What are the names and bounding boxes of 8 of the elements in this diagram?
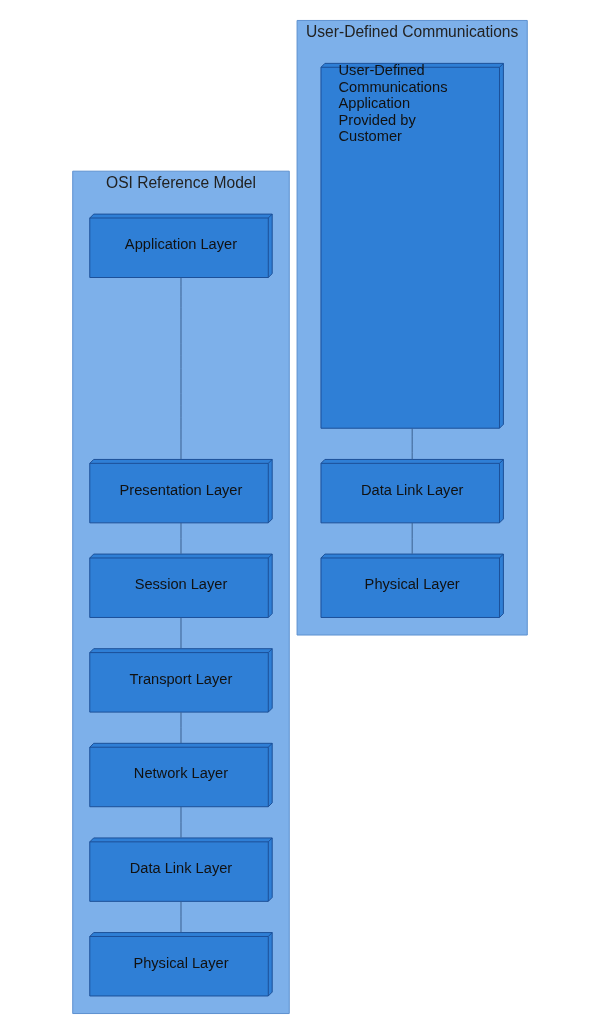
connector <box>180 901 182 933</box>
connector <box>411 427 413 460</box>
connector <box>180 277 182 460</box>
connector <box>180 806 182 839</box>
connector <box>411 522 413 555</box>
connector <box>180 522 182 555</box>
connector <box>180 617 182 649</box>
connector <box>180 711 182 744</box>
